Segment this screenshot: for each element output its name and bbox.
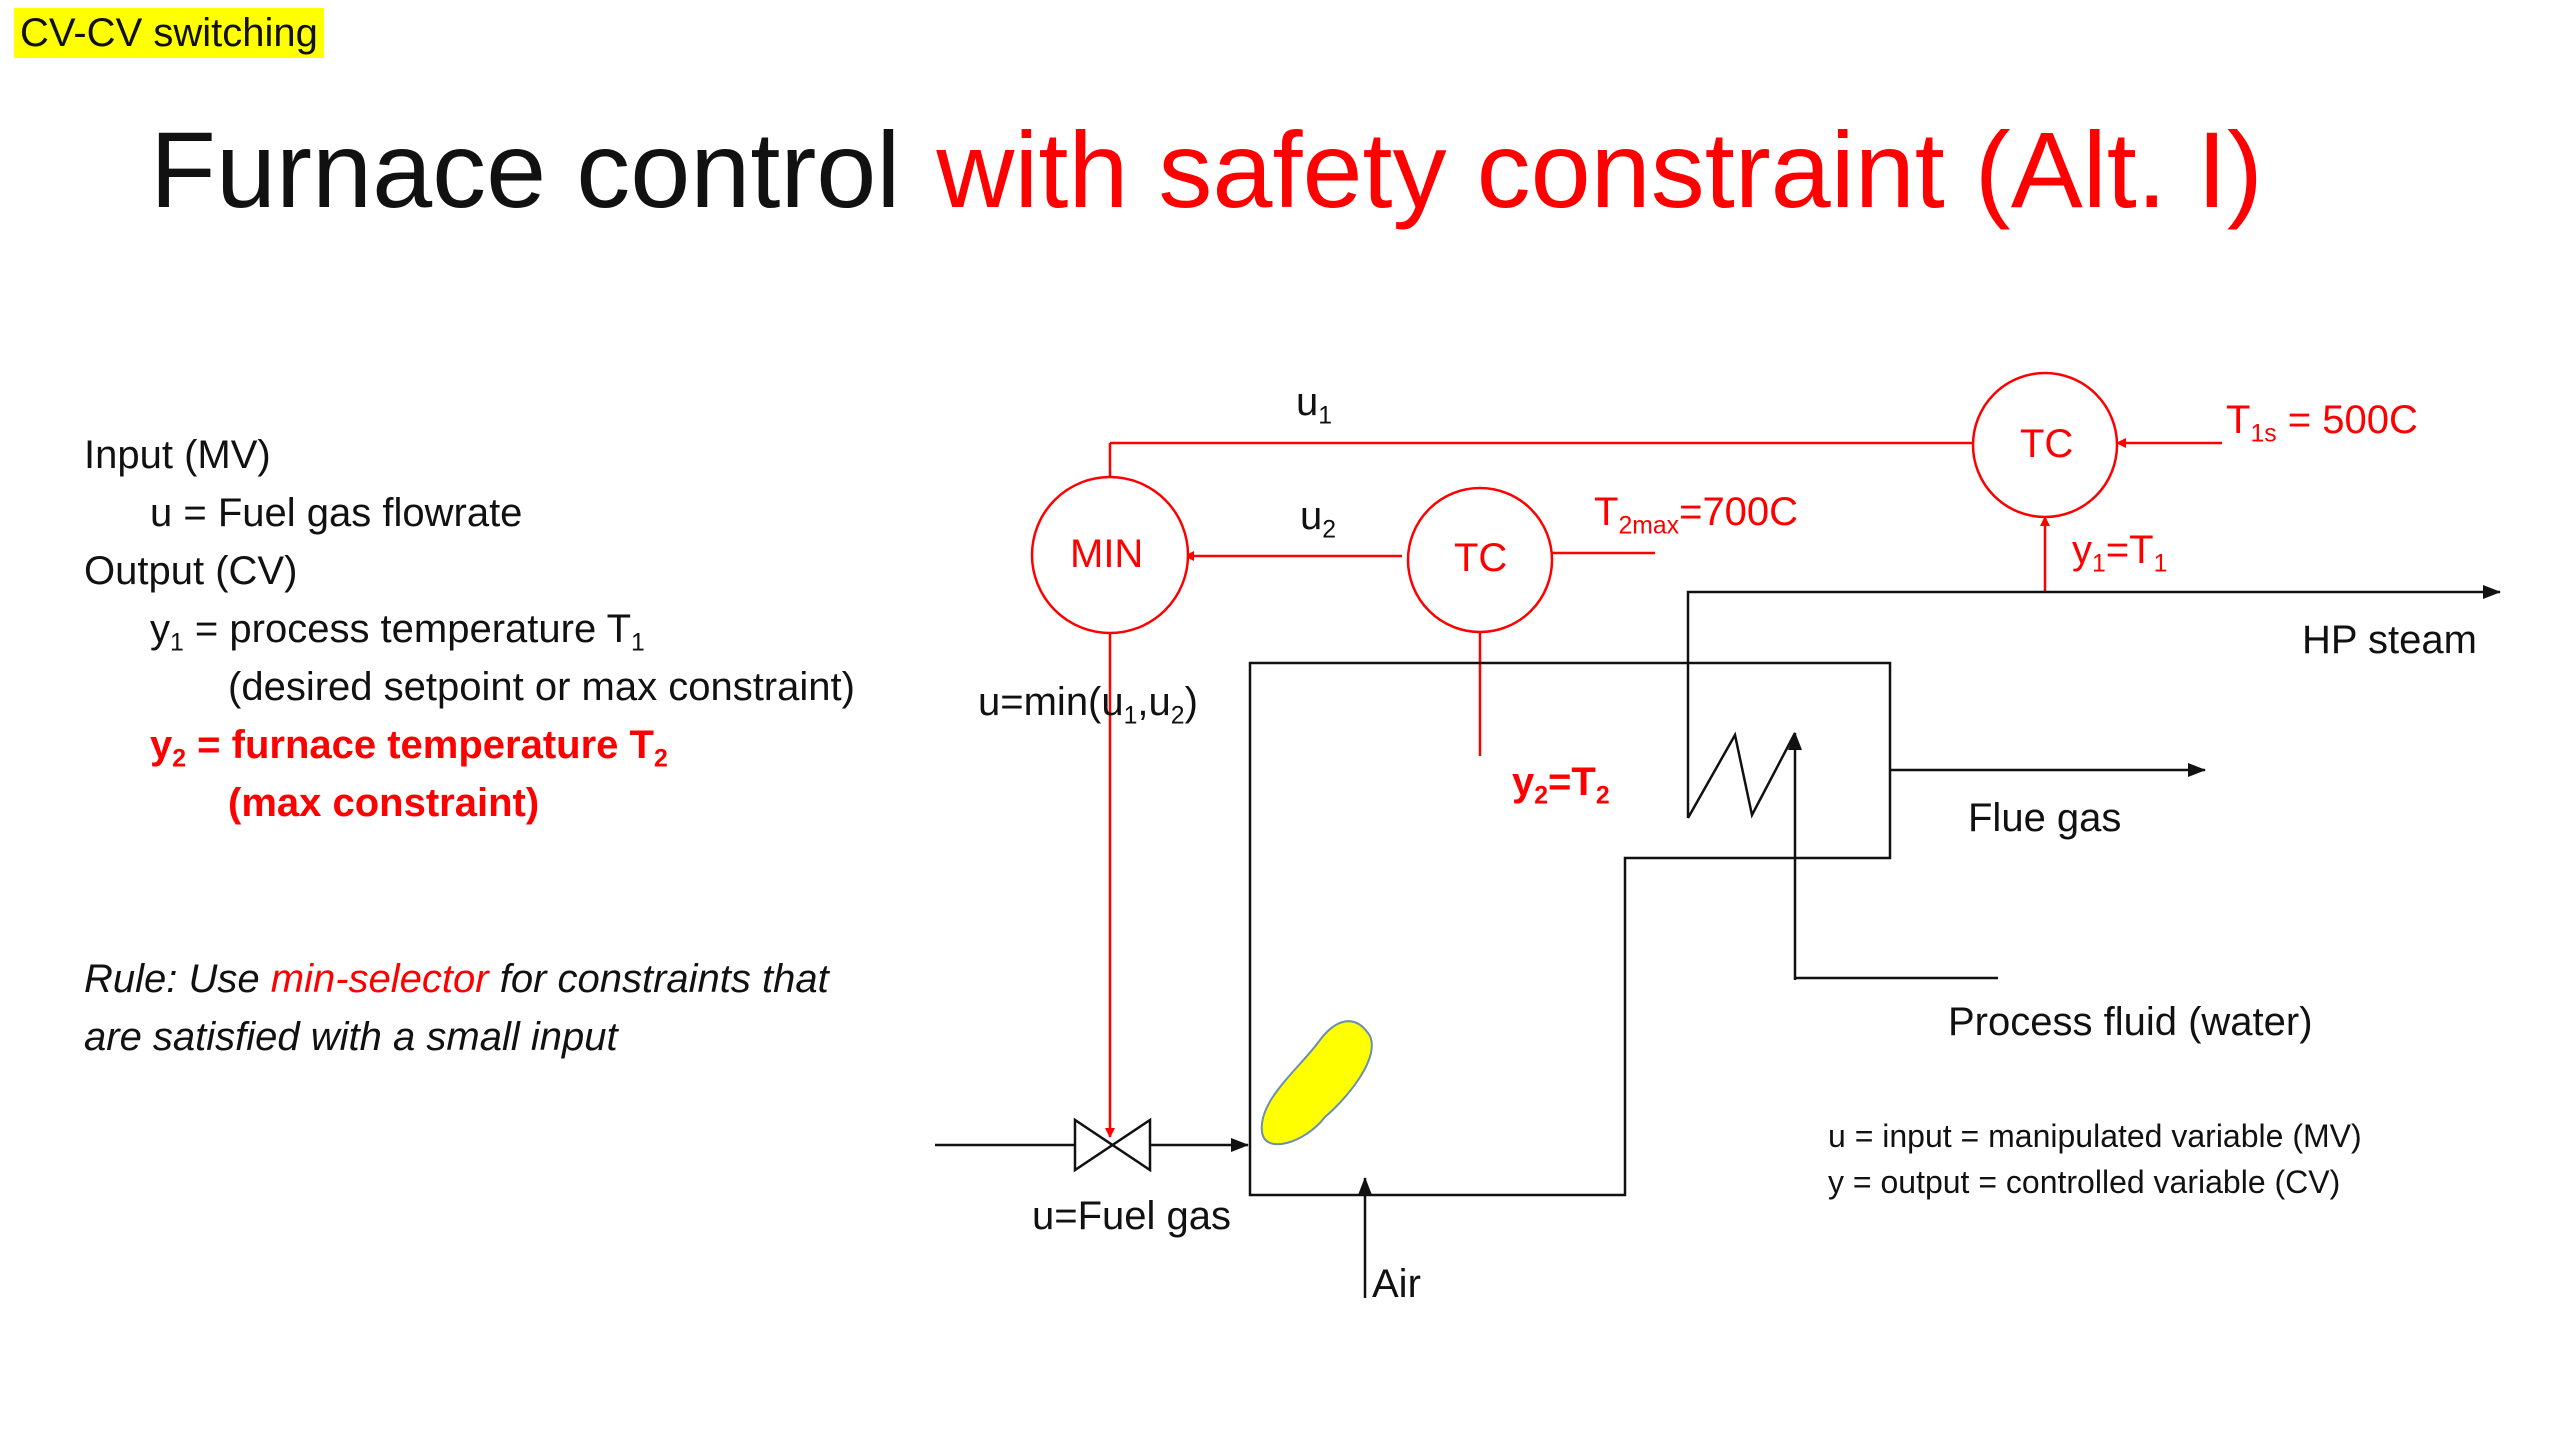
tc2-controller <box>1406 486 1554 634</box>
tc2-label: TC <box>1454 536 1508 580</box>
y1-definition: y1 = process temperature T1 <box>150 607 645 657</box>
min-selector <box>1030 475 1190 635</box>
rule-line-2: are satisfied with a small input <box>84 1015 618 1059</box>
y1-note: (desired setpoint or max constraint) <box>228 665 855 709</box>
fuel-gas-label: u=Fuel gas <box>1032 1194 1232 1238</box>
y2-note: (max constraint) <box>228 781 540 825</box>
tc1-controller <box>1971 371 2119 519</box>
legend-y: y = output = controlled variable (CV) <box>1828 1164 2341 1200</box>
min-label: MIN <box>1070 532 1144 576</box>
heat-exchanger-coil <box>1686 731 1797 819</box>
input-u: u = Fuel gas flowrate <box>150 491 523 535</box>
slide-title: Furnace control with safety constraint (A… <box>150 110 2263 230</box>
u1-label: u1 <box>1296 380 1333 430</box>
hp-steam-label: HP steam <box>2302 618 2477 662</box>
air-label: Air <box>1372 1262 1421 1306</box>
flame-icon <box>1260 1020 1373 1146</box>
furnace-outline <box>1248 661 1892 1197</box>
title-red: with safety constraint (Alt. I) <box>936 109 2263 230</box>
process-fluid-label: Process fluid (water) <box>1948 1000 2313 1044</box>
hp-steam-line <box>1686 585 2501 818</box>
tc1-label: TC <box>2020 422 2074 466</box>
title-black: Furnace control <box>150 109 901 230</box>
fuel-valve <box>1073 1117 1152 1173</box>
input-heading: Input (MV) <box>84 433 271 477</box>
flue-gas-label: Flue gas <box>1968 796 2122 840</box>
y2-definition: y2 = furnace temperature T2 <box>150 723 668 773</box>
u2-label: u2 <box>1300 494 1337 544</box>
t1s-setpoint-label: T1s = 500C <box>2226 398 2418 448</box>
output-heading: Output (CV) <box>84 549 298 593</box>
y1-measurement-label: y1=T1 <box>2072 528 2168 578</box>
legend-u: u = input = manipulated variable (MV) <box>1828 1118 2362 1154</box>
slide-tag: CV-CV switching <box>14 8 324 58</box>
rule-line-1: Rule: Use min-selector for constraints t… <box>84 957 829 1001</box>
y2-measurement-label: y2=T2 <box>1512 760 1610 810</box>
t2max-setpoint-label: T2max=700C <box>1594 490 1799 540</box>
min-formula-label: u=min(u1,u2) <box>978 680 1198 730</box>
